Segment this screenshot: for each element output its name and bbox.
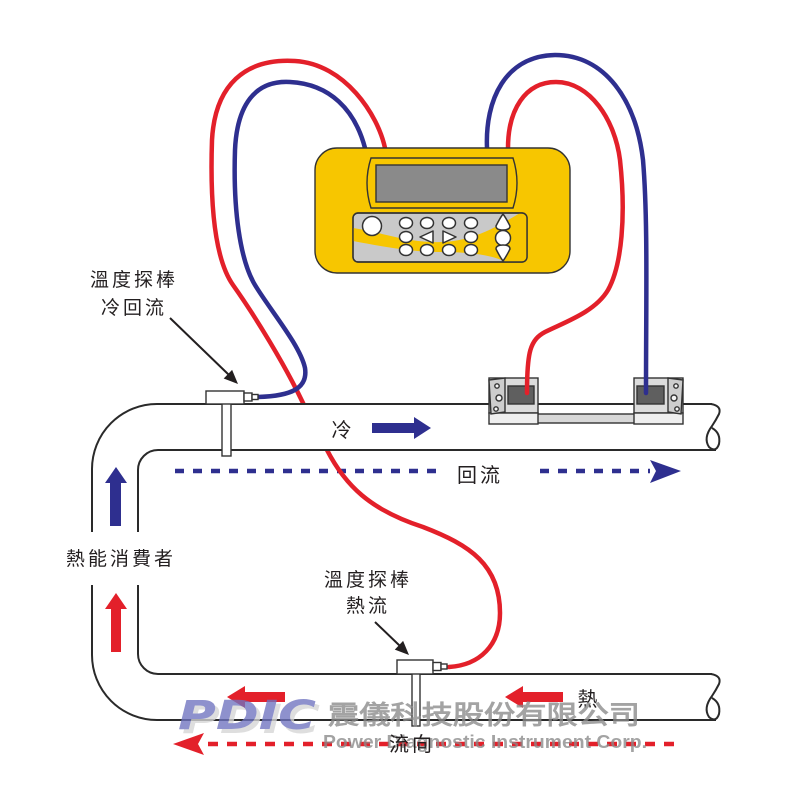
return-flow-label: 回流 bbox=[457, 463, 503, 487]
pipe-body bbox=[92, 404, 717, 720]
hot-probe-cable-red bbox=[209, 58, 503, 670]
transducer-window bbox=[507, 385, 535, 405]
pipe-break-bottom-right bbox=[705, 673, 721, 721]
probe-connector bbox=[243, 392, 253, 402]
hot-label: 熱 bbox=[578, 687, 601, 711]
pointer-line bbox=[169, 317, 230, 376]
screw-icon bbox=[493, 406, 499, 412]
probe-connector-tip bbox=[251, 393, 259, 401]
return-probe-pointer bbox=[169, 317, 238, 384]
transducer-front-face bbox=[488, 412, 539, 425]
watermark-logo: PDIC bbox=[178, 693, 316, 739]
watermark-logo-shadow: PDIC bbox=[182, 697, 320, 743]
company-watermark: PDIC PDIC 震儀科技股份有限公司 Power Diagnostic In… bbox=[178, 693, 647, 752]
transducer-rail bbox=[536, 413, 636, 424]
flow-direction-label: 流向 bbox=[389, 732, 435, 756]
probe-connector-tip bbox=[440, 663, 448, 670]
return-probe-label-line2: 冷回流 bbox=[101, 297, 167, 319]
probe-housing bbox=[205, 390, 245, 405]
screw-icon bbox=[673, 383, 679, 389]
cold-label: 冷 bbox=[332, 418, 355, 442]
keypad-button bbox=[463, 230, 479, 244]
supply-probe-label-line1: 溫度探棒 bbox=[324, 569, 412, 591]
keypad-button bbox=[441, 216, 457, 230]
supply-probe-pointer bbox=[374, 621, 409, 655]
probe-housing bbox=[396, 659, 434, 675]
return-flow-dashed-arrow bbox=[175, 460, 681, 483]
meter-display-screen bbox=[375, 164, 508, 203]
hot-flow-arrow-left-icon bbox=[227, 686, 285, 708]
keypad-swoosh bbox=[353, 213, 527, 262]
pipe-outer-wall-bottom bbox=[91, 585, 716, 721]
screw-icon bbox=[670, 394, 678, 402]
supply-probe-label-line2: 熱流 bbox=[346, 595, 390, 617]
watermark-company-zh: 震儀科技股份有限公司 bbox=[328, 701, 640, 731]
supply-up-arrow-icon bbox=[105, 593, 127, 652]
pipe-loop bbox=[91, 403, 721, 721]
ultrasonic-heat-meter bbox=[314, 147, 571, 274]
temperature-probe-supply bbox=[396, 659, 448, 727]
pipe-break-top-right bbox=[705, 403, 721, 451]
keypad-button bbox=[419, 216, 435, 230]
pipe-inner-wall-top bbox=[137, 449, 716, 532]
transducer-downstream bbox=[633, 377, 684, 425]
transducer-cable-red bbox=[505, 79, 625, 396]
cold-probe-cable-blue bbox=[232, 79, 368, 400]
keypad-button bbox=[398, 230, 414, 244]
rail-bar bbox=[536, 413, 636, 424]
pointer-arrowhead-icon bbox=[223, 369, 238, 384]
pointer-line bbox=[374, 621, 401, 647]
transducer-window bbox=[636, 385, 665, 405]
keypad-button bbox=[419, 243, 435, 257]
temperature-probe-return bbox=[205, 390, 259, 457]
cold-flow-arrow-icon bbox=[372, 417, 431, 439]
pipe-inner-wall-bottom bbox=[137, 585, 712, 675]
return-probe-label-line1: 溫度探棒 bbox=[90, 269, 178, 291]
watermark-company-en: Power Diagnostic Instrument Corp. bbox=[323, 732, 647, 752]
transducer-upstream bbox=[488, 377, 539, 425]
keypad-button bbox=[463, 243, 479, 257]
pipe-outer-wall-top bbox=[91, 403, 712, 532]
keypad-down-arrow-icon bbox=[495, 244, 511, 262]
screw-icon bbox=[494, 383, 500, 389]
return-up-arrow-icon bbox=[105, 467, 127, 526]
power-button-icon bbox=[361, 215, 383, 237]
probe-connector bbox=[432, 661, 442, 672]
probe-stem bbox=[221, 397, 232, 457]
keypad-enter-button-icon bbox=[494, 229, 512, 247]
keypad-button bbox=[441, 243, 457, 257]
heat-consumer-label: 熱能消費者 bbox=[66, 548, 176, 570]
keypad-outline bbox=[352, 212, 528, 263]
screw-icon bbox=[495, 394, 503, 402]
keypad-right-arrow-icon bbox=[442, 230, 457, 244]
screw-icon bbox=[674, 406, 680, 412]
keypad-button bbox=[398, 243, 414, 257]
keypad-button bbox=[463, 216, 479, 230]
transducer-cable-blue bbox=[484, 52, 649, 396]
hot-flow-arrow-right-icon bbox=[505, 686, 563, 708]
keypad-button bbox=[398, 216, 414, 230]
return-flow-arrowhead-icon bbox=[650, 460, 681, 483]
keypad-left-arrow-icon bbox=[419, 230, 434, 244]
pointer-arrowhead-icon bbox=[394, 640, 409, 655]
flow-direction-dashed-arrow bbox=[173, 733, 682, 755]
transducer-front-face bbox=[633, 412, 684, 425]
flow-direction-arrowhead-icon bbox=[173, 733, 204, 755]
